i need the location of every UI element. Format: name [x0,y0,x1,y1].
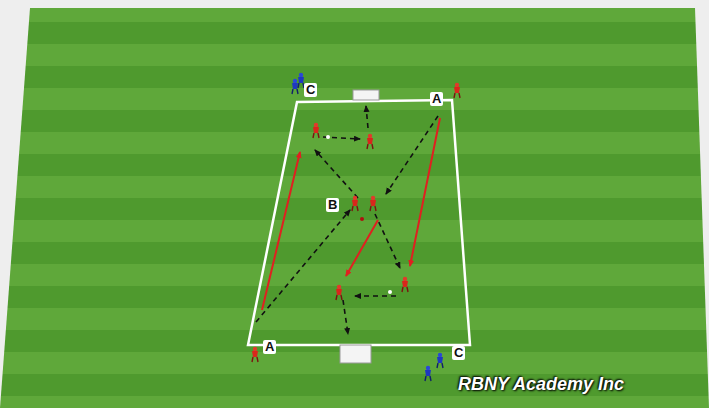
position-letter: B [326,198,339,212]
position-letter: C [304,83,317,97]
position-letter: A [430,92,443,106]
position-letter: A [263,340,276,354]
watermark: RBNY Academy Inc [458,374,624,395]
position-letter: C [452,346,465,360]
